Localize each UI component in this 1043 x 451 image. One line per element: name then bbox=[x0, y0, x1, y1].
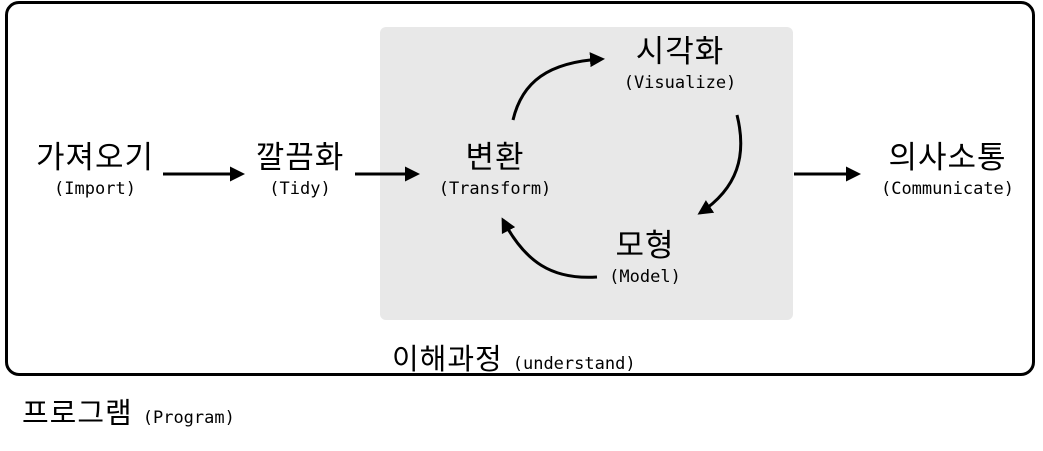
node-communicate-label-en: (Communicate) bbox=[880, 179, 1015, 199]
program-label-en: (Program) bbox=[142, 408, 235, 428]
node-import: 가져오기 (Import) bbox=[30, 140, 160, 200]
node-visualize-label-ko: 시각화 bbox=[635, 34, 725, 70]
understand-label-en: (understand) bbox=[512, 354, 636, 374]
node-import-label-ko: 가져오기 bbox=[35, 140, 155, 176]
node-transform-label-en: (Transform) bbox=[438, 179, 552, 199]
node-transform-label-ko: 변환 bbox=[465, 140, 525, 176]
node-communicate: 의사소통 (Communicate) bbox=[865, 140, 1030, 200]
node-model-label-ko: 모형 bbox=[615, 228, 675, 264]
node-communicate-label-ko: 의사소통 bbox=[888, 140, 1007, 176]
node-import-label-en: (Import) bbox=[54, 179, 136, 199]
node-tidy: 깔끔화 (Tidy) bbox=[240, 140, 360, 200]
program-caption: 프로그램 (Program) bbox=[22, 390, 235, 432]
node-tidy-label-ko: 깔끔화 bbox=[255, 140, 345, 176]
node-tidy-label-en: (Tidy) bbox=[269, 179, 331, 199]
node-visualize: 시각화 (Visualize) bbox=[600, 34, 760, 94]
program-label-ko: 프로그램 bbox=[22, 396, 133, 430]
node-visualize-label-en: (Visualize) bbox=[623, 73, 737, 93]
understand-label-ko: 이해과정 bbox=[392, 342, 503, 376]
node-model-label-en: (Model) bbox=[609, 267, 681, 287]
understand-caption: 이해과정 (understand) bbox=[392, 336, 636, 378]
node-model: 모형 (Model) bbox=[590, 228, 700, 288]
program-frame bbox=[5, 1, 1035, 376]
node-transform: 변환 (Transform) bbox=[420, 140, 570, 200]
